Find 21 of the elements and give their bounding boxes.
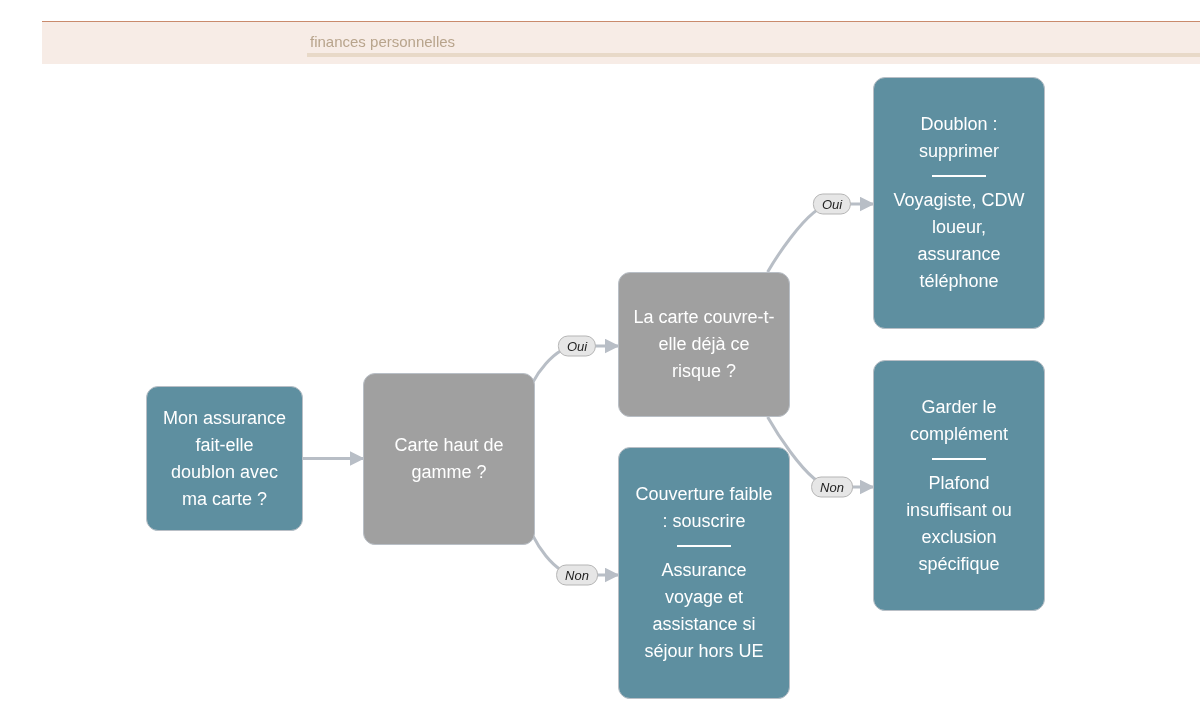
node-heading: Carte haut de gamme ? <box>393 434 505 484</box>
node-heading: Doublon : supprimer <box>918 113 1000 163</box>
result-box <box>618 447 790 699</box>
node-heading: Couverture faible : souscrire <box>634 483 774 533</box>
edge-label: Oui <box>557 335 597 357</box>
edge-label: Non <box>556 564 598 586</box>
node-heading: Mon assurance fait-elle doublon avec ma carte ? <box>161 406 288 511</box>
result-box <box>873 360 1045 611</box>
edge-label: Oui <box>812 193 852 215</box>
result-box <box>146 386 303 531</box>
header-tagline: finances personnelles <box>310 33 456 50</box>
result-box <box>873 77 1045 329</box>
node-text: Plafond insuffisant ou exclusion spécifique <box>905 471 1013 576</box>
decision-box <box>363 373 535 545</box>
node-text: Voyagiste, CDW loueur, assurance téléphone <box>892 189 1026 293</box>
arrow <box>303 451 365 466</box>
edge-label: Non <box>811 476 853 498</box>
node-heading: Garder le complément <box>908 395 1009 446</box>
node-heading: La carte couvre-t-elle déjà ce risque ? <box>633 306 775 383</box>
node-text: Assurance voyage et assistance si séjour hors UE <box>643 559 765 663</box>
decision-box <box>618 272 790 417</box>
